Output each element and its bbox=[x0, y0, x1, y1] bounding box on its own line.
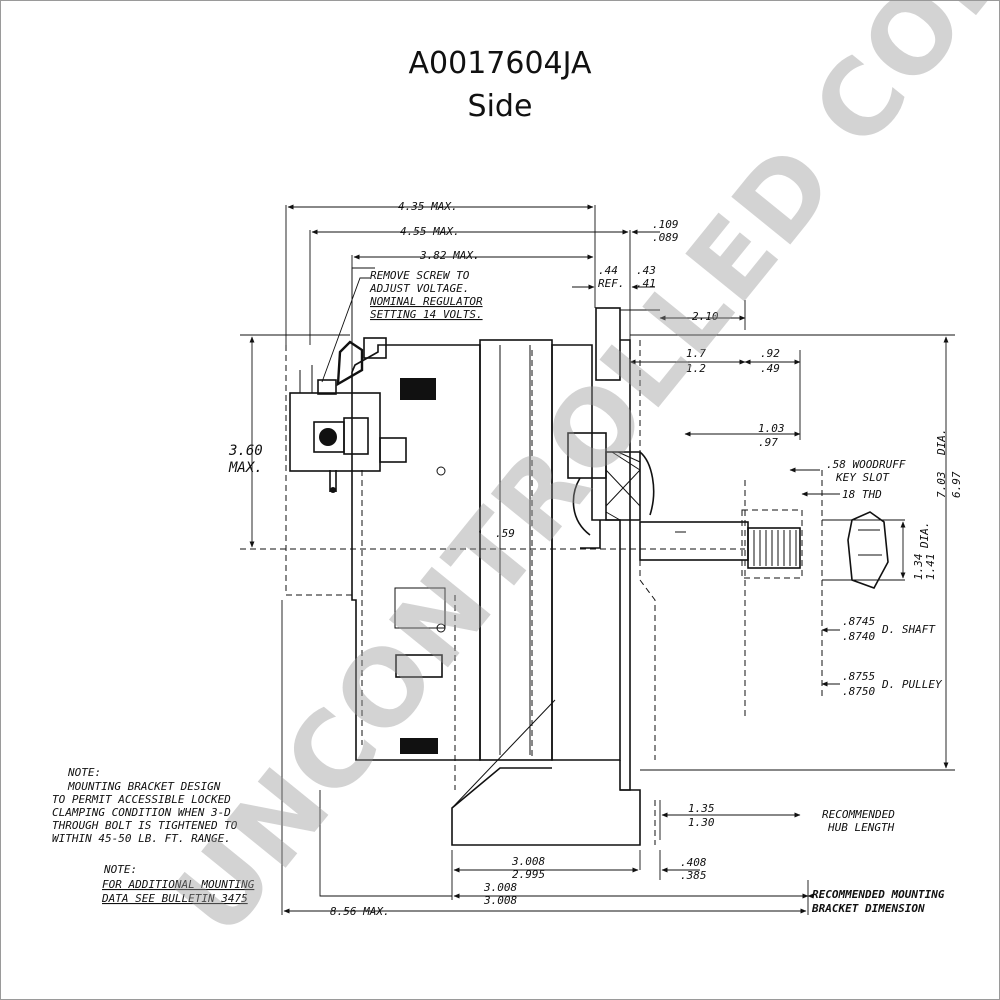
dim-382: 3.82 MAX. bbox=[419, 249, 480, 262]
dim-135: 1.35 bbox=[688, 802, 715, 815]
dim-12: 1.2 bbox=[686, 362, 706, 375]
mount-label-2: BRACKET DIMENSION bbox=[811, 902, 925, 915]
dim-141: 1.41 bbox=[924, 554, 937, 581]
dim-703: 7.03 bbox=[935, 472, 948, 499]
dim-3008-a: 3.008 bbox=[511, 855, 545, 868]
dim-210: 2.10 bbox=[692, 310, 719, 323]
dim-3008-c: 3.008 bbox=[483, 894, 517, 907]
dim-697: 6.97 bbox=[950, 471, 963, 498]
dim-109: .109 bbox=[652, 218, 679, 231]
note2-title: NOTE: bbox=[103, 863, 137, 876]
remove-screw-line-1: REMOVE SCREW TO bbox=[370, 269, 470, 282]
dimension-lines bbox=[240, 204, 955, 915]
dim-59: .59 bbox=[495, 527, 515, 540]
dim-ref: REF. bbox=[598, 277, 625, 290]
note2-line-1: FOR ADDITIONAL MOUNTING bbox=[102, 878, 255, 891]
dim-856: 8.56 MAX. bbox=[330, 905, 390, 918]
remove-screw-line-3: NOMINAL REGULATOR bbox=[369, 295, 483, 308]
dim-435: 4.35 MAX. bbox=[398, 200, 458, 213]
dim-dia: DIA. bbox=[935, 429, 948, 457]
note2-line-2: DATA SEE BULLETIN 3475 bbox=[101, 892, 248, 905]
part-number-title: A0017604JA bbox=[408, 46, 592, 81]
dim-103: 1.03 bbox=[758, 422, 785, 435]
regulator-terminal bbox=[289, 337, 407, 493]
dim-41: .41 bbox=[636, 277, 656, 290]
dim-8740: .8740 bbox=[842, 630, 875, 643]
note1-line-4: THROUGH BOLT IS TIGHTENED TO bbox=[52, 819, 238, 832]
remove-screw-line-2: ADJUST VOLTAGE. bbox=[369, 282, 469, 295]
note1-line-5: WITHIN 45-50 LB. FT. RANGE. bbox=[52, 832, 231, 845]
alternator-outline bbox=[285, 307, 656, 846]
notes: REMOVE SCREW TO ADJUST VOLTAGE. NOMINAL … bbox=[52, 269, 483, 905]
dim-089: .089 bbox=[652, 231, 679, 244]
dim-dia-2: DIA. bbox=[918, 522, 931, 550]
dim-8750: .8750 bbox=[842, 685, 875, 698]
dim-thd: 18 THD bbox=[842, 488, 882, 501]
dim-keyslot: KEY SLOT bbox=[835, 471, 890, 484]
dim-shaft: D. SHAFT bbox=[881, 623, 936, 636]
view-subtitle: Side bbox=[467, 89, 533, 124]
dim-130: 1.30 bbox=[688, 816, 715, 829]
bearing-shaft bbox=[240, 432, 889, 720]
dim-49: .49 bbox=[760, 362, 780, 375]
note1-title: NOTE: bbox=[67, 766, 101, 779]
dim-3008-b: 3.008 bbox=[483, 881, 517, 894]
dim-360: 3.60 bbox=[228, 443, 263, 459]
note1-line-1: MOUNTING BRACKET DESIGN bbox=[67, 780, 221, 793]
dim-44: .44 bbox=[598, 264, 618, 277]
dimension-labels: 4.35 MAX. 4.55 MAX. 3.82 MAX. .109 .089 … bbox=[228, 200, 963, 918]
dim-43: .43 bbox=[636, 264, 656, 277]
dim-360-max: MAX. bbox=[228, 460, 263, 476]
hub-label-1: RECOMMENDED bbox=[822, 808, 895, 821]
dim-8755: .8755 bbox=[842, 670, 875, 683]
dim-134: 1.34 bbox=[912, 554, 925, 581]
dim-455: 4.55 MAX. bbox=[400, 225, 460, 238]
note1-line-2: TO PERMIT ACCESSIBLE LOCKED bbox=[52, 793, 231, 806]
dim-17: 1.7 bbox=[686, 347, 706, 360]
remove-screw-line-4: SETTING 14 VOLTS. bbox=[370, 308, 483, 321]
dim-8745: .8745 bbox=[842, 615, 875, 628]
dim-pulley: D. PULLEY bbox=[881, 678, 943, 691]
dim-92: .92 bbox=[760, 347, 780, 360]
dim-385: .385 bbox=[680, 869, 707, 882]
dim-408: .408 bbox=[680, 856, 707, 869]
hub-label-2: HUB LENGTH bbox=[827, 821, 895, 834]
dim-97: .97 bbox=[758, 436, 778, 449]
dim-woodruff: .58 WOODRUFF bbox=[826, 458, 906, 471]
mount-label-1: RECOMMENDED MOUNTING bbox=[812, 888, 945, 901]
dim-2995: 2.995 bbox=[512, 868, 545, 881]
note1-line-3: CLAMPING CONDITION WHEN 3-D bbox=[52, 806, 231, 819]
